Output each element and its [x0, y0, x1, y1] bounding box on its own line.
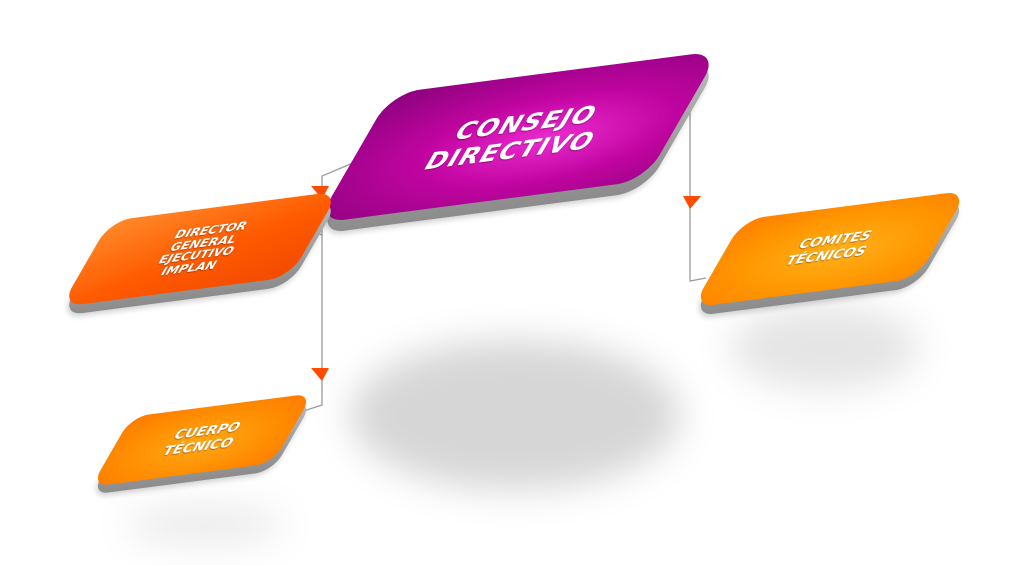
cuerpo-floor-shadow — [125, 505, 285, 545]
node-consejo-directivo: CONSEJO DIRECTIVO — [316, 50, 720, 235]
arrow-director-icon — [311, 186, 329, 199]
node-director-general: DIRECTOR GENERAL EJECUTIVO IMPLAN — [60, 191, 340, 316]
arrow-cuerpo-icon — [311, 368, 329, 381]
comites-floor-shadow — [730, 305, 920, 390]
consejo-floor-shadow — [350, 340, 680, 490]
arrow-comites-icon — [683, 196, 701, 209]
node-cuerpo-tecnico: CUERPO TÉCNICO — [90, 393, 314, 495]
node-comites-tecnicos: COMITES TÉCNICOS — [692, 190, 968, 317]
